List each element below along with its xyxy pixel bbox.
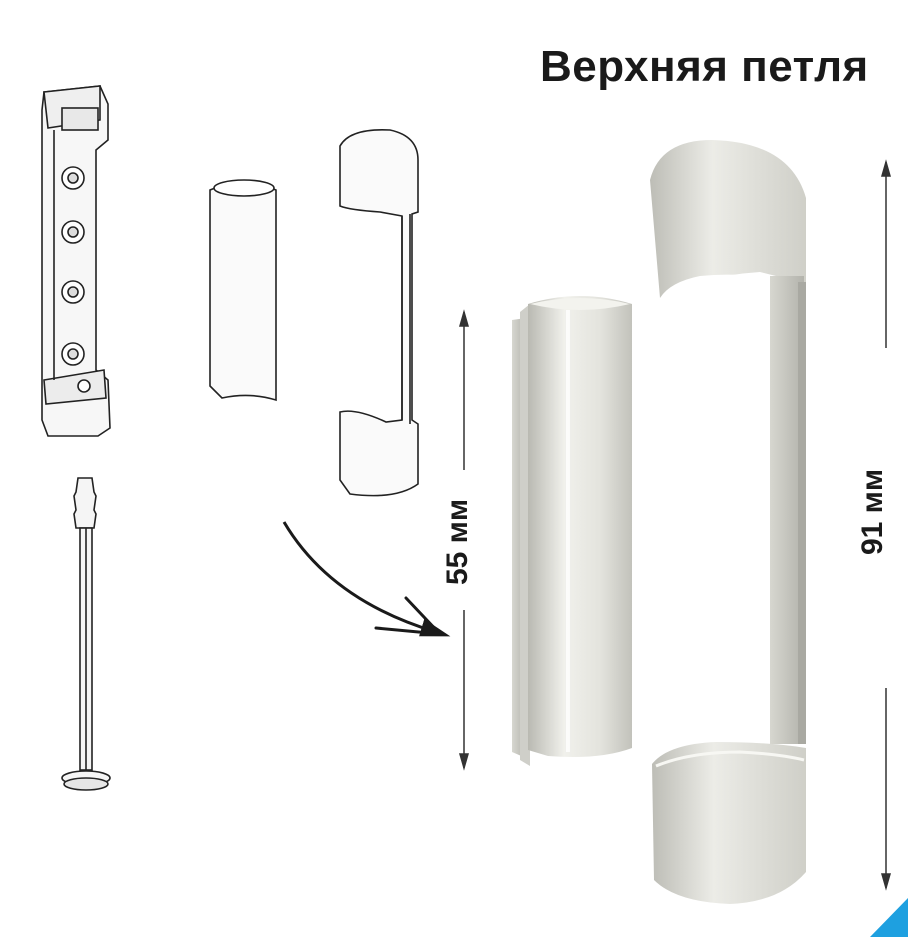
- curved-arrow-icon: [282, 521, 451, 637]
- cover-drawing-icon: [339, 129, 419, 497]
- dimension-line-55: [459, 309, 469, 771]
- dimension-label-91: 91 мм: [856, 468, 890, 556]
- dimension-line-91: [881, 159, 891, 891]
- hinge-body-drawing-icon: [41, 85, 111, 437]
- sleeve-photo-icon: [512, 296, 632, 766]
- sleeve-drawing-icon: [209, 179, 277, 402]
- hinge-pin-drawing-icon: [61, 477, 111, 791]
- accent-corner: [870, 898, 908, 937]
- dimension-label-55: 55 мм: [441, 498, 475, 586]
- cover-photo-icon: [650, 140, 806, 904]
- page-title: Верхняя петля: [540, 42, 869, 91]
